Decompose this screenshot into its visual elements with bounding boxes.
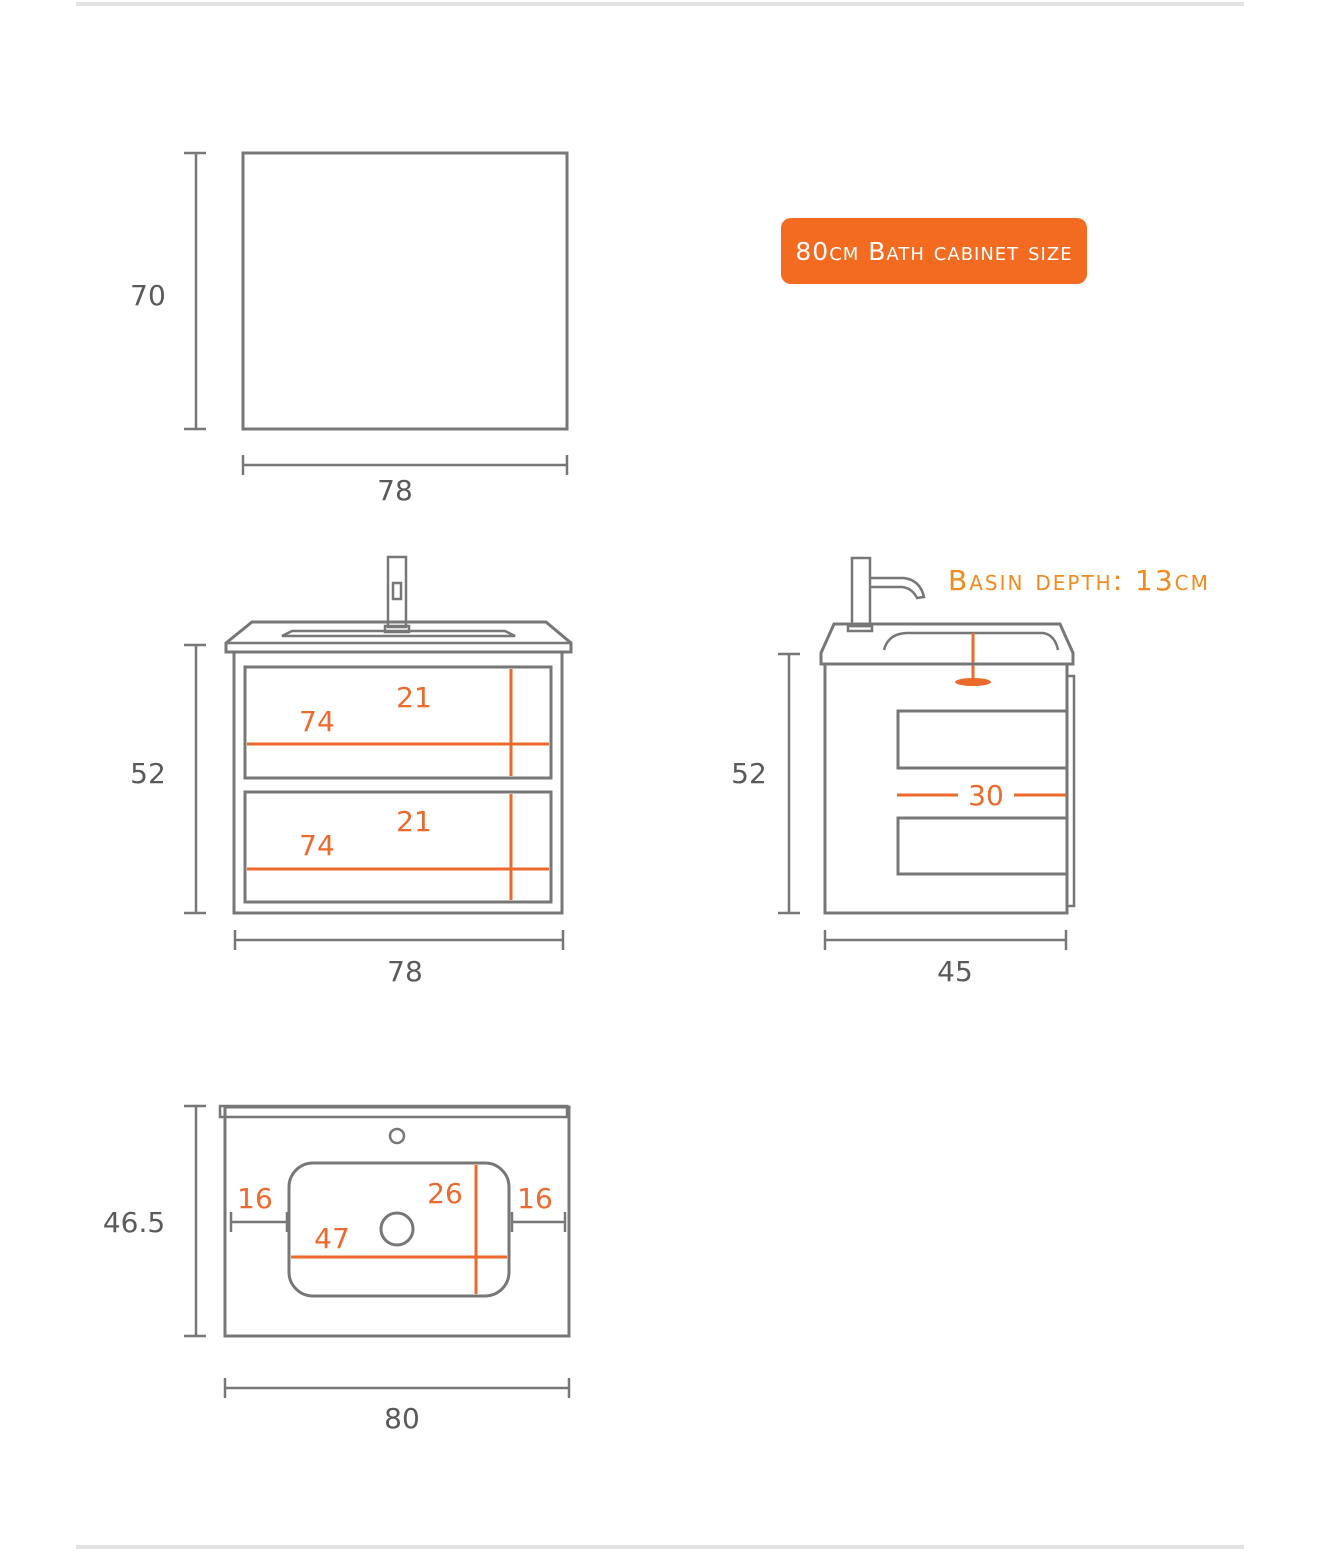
basin-top-view: 47 26 16 16 46.5 80 [103,1104,571,1435]
title-badge: 80cm Bath cabinet size [781,218,1087,284]
cabinet-front-view: 74 21 74 21 52 78 [130,555,573,988]
basin-bowl [287,1161,511,1298]
basin-top-width-label: 80 [384,1402,420,1435]
drawer-bottom-height-label: 21 [396,805,432,838]
bowl-width-label: 47 [314,1222,350,1255]
faucet-side-icon [846,556,926,633]
cabinet-side-depth-label: 45 [937,955,973,988]
margin-right-dimension [510,1212,567,1232]
basin-depth-label: Basin depth: 13cm [948,564,1210,597]
mirror-height-label: 70 [130,279,166,312]
cabinet-side-height-label: 52 [731,757,767,790]
cabinet-body-side [823,662,1069,915]
cabinet-body-front [232,650,564,915]
drawer-side-top [896,709,1069,770]
cabinet-side-depth-dimension [823,930,1068,950]
cabinet-side-view: 30 52 45 [731,556,1076,988]
drawer-top [243,665,553,780]
basin-top-depth-label: 46.5 [103,1206,165,1239]
drawer-side-bottom [896,816,1069,876]
margin-right-label: 16 [517,1182,553,1215]
mirror-width-label: 78 [377,474,413,507]
basin-top-depth-dimension [184,1104,206,1338]
margin-left-label: 16 [237,1182,273,1215]
margin-left-dimension [229,1212,289,1232]
cabinet-front-width-label: 78 [387,955,423,988]
cabinet-front-width-dimension [233,930,565,950]
faucet-front-icon [383,555,411,634]
tap-hole [388,1127,406,1145]
drain-marker [955,678,991,686]
basin-top-width-dimension [223,1378,571,1398]
drawer-bottom [243,790,553,904]
bowl-depth-label: 26 [427,1177,463,1210]
mirror-height-dimension [184,151,206,431]
cabinet-front-height-label: 52 [130,757,166,790]
drawer-top-height-label: 21 [396,681,432,714]
mirror-width-dimension [241,455,569,475]
drawer-bottom-width-label: 74 [299,829,335,862]
mirror-outline [241,151,569,431]
basin-countertop-side [819,622,1075,666]
cabinet-side-height-dimension [778,652,800,915]
drawer-depth-label: 30 [968,779,1004,812]
drawer-top-width-label: 74 [299,705,335,738]
drain-hole [379,1211,415,1247]
cabinet-front-height-dimension [184,643,206,915]
mirror-view: 70 78 [130,151,569,507]
top-divider [76,2,1244,6]
bottom-divider [76,1545,1244,1549]
